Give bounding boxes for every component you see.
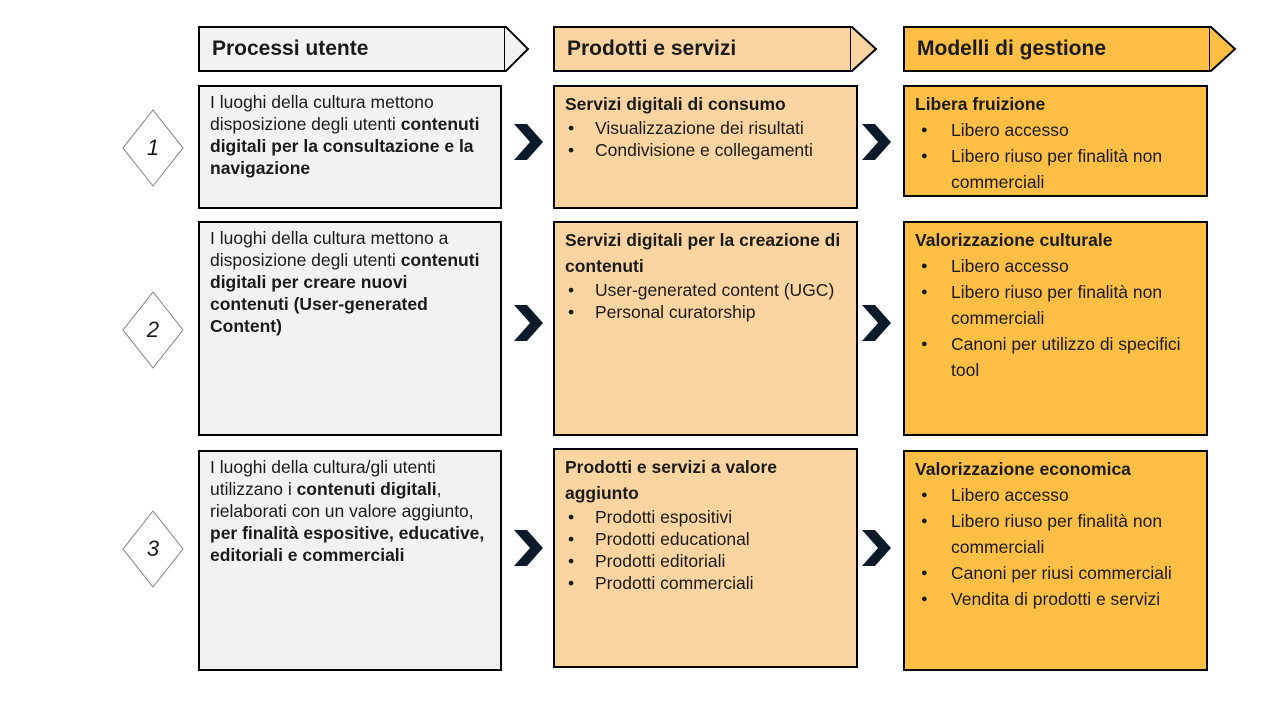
step-number: 2: [146, 317, 160, 342]
prodotti-box-3: Prodotti e servizi a valore aggiunto Pro…: [553, 448, 858, 668]
list-item: Vendita di prodotti e servizi: [915, 586, 1196, 612]
step-number: 1: [146, 135, 160, 160]
step-number: 3: [146, 536, 160, 561]
processi-bold-text: per finalità espositive, educative, edit…: [210, 523, 485, 565]
prodotti-title: Servizi digitali di consumo: [565, 94, 786, 114]
modelli-title: Valorizzazione culturale: [915, 230, 1113, 250]
list-item: Libero accesso: [915, 253, 1196, 279]
processi-text: , rielaborati con un valore aggiunto,: [210, 479, 474, 521]
modelli-box-2: Valorizzazione culturale Libero accesso …: [903, 221, 1208, 436]
chevron-right-icon: [862, 124, 891, 160]
modelli-list: Libero accesso Libero riuso per finalità…: [915, 117, 1196, 195]
chevron-right-icon: [514, 124, 543, 160]
list-item: Prodotti editoriali: [565, 550, 846, 572]
processi-bold-text: contenuti digitali per la consultazione …: [210, 114, 480, 178]
modelli-title: Libera fruizione: [915, 94, 1046, 114]
header-arrow-tip: [504, 26, 530, 72]
prodotti-box-2: Servizi digitali per la creazione di con…: [553, 221, 858, 436]
processi-text: I luoghi della cultura mettono disposizi…: [210, 92, 434, 134]
header-prodotti-label: Prodotti e servizi: [553, 26, 852, 72]
list-item: Libero riuso per finalità non commercial…: [915, 508, 1196, 560]
header-prodotti-servizi: Prodotti e servizi: [553, 26, 879, 72]
list-item: Prodotti espositivi: [565, 506, 846, 528]
processi-box-1: I luoghi della cultura mettono disposizi…: [198, 85, 502, 209]
step-diamond-3: 3: [122, 510, 184, 588]
list-item: Libero riuso per finalità non commercial…: [915, 143, 1196, 195]
list-item: Canoni per utilizzo di specifici tool: [915, 331, 1196, 383]
modelli-list: Libero accesso Libero riuso per finalità…: [915, 253, 1196, 383]
prodotti-list: Visualizzazione dei risultati Condivisio…: [565, 117, 846, 161]
header-arrow-tip: [1209, 26, 1237, 72]
list-item: Personal curatorship: [565, 301, 846, 323]
prodotti-list: Prodotti espositivi Prodotti educational…: [565, 506, 846, 594]
step-diamond-2: 2: [122, 291, 184, 369]
list-item: Libero accesso: [915, 117, 1196, 143]
list-item: Libero accesso: [915, 482, 1196, 508]
processi-box-2: I luoghi della cultura mettono a disposi…: [198, 221, 502, 436]
list-item: Prodotti commerciali: [565, 572, 846, 594]
header-modelli-label: Modelli di gestione: [903, 26, 1211, 72]
modelli-box-3: Valorizzazione economica Libero accesso …: [903, 450, 1208, 671]
modelli-list: Libero accesso Libero riuso per finalità…: [915, 482, 1196, 612]
chevron-right-icon: [862, 530, 891, 566]
list-item: Canoni per riusi commerciali: [915, 560, 1196, 586]
prodotti-title: Servizi digitali per la creazione di con…: [565, 230, 841, 276]
processi-bold-text: contenuti digitali per creare nuovi cont…: [210, 250, 480, 336]
list-item: Condivisione e collegamenti: [565, 139, 846, 161]
chevron-right-icon: [514, 305, 543, 341]
header-arrow-tip: [850, 26, 878, 72]
modelli-box-1: Libera fruizione Libero accesso Libero r…: [903, 85, 1208, 197]
prodotti-title: Prodotti e servizi a valore aggiunto: [565, 457, 778, 503]
header-processi-utente: Processi utente: [198, 26, 530, 72]
header-modelli-gestione: Modelli di gestione: [903, 26, 1237, 72]
list-item: Libero riuso per finalità non commercial…: [915, 279, 1196, 331]
modelli-title: Valorizzazione economica: [915, 459, 1131, 479]
list-item: Prodotti educational: [565, 528, 846, 550]
prodotti-box-1: Servizi digitali di consumo Visualizzazi…: [553, 85, 858, 209]
processi-text: I luoghi della cultura mettono a disposi…: [210, 228, 449, 270]
header-processi-label: Processi utente: [198, 26, 506, 72]
processi-box-3: I luoghi della cultura/gli utenti utiliz…: [198, 450, 502, 671]
prodotti-list: User-generated content (UGC) Personal cu…: [565, 279, 846, 323]
chevron-right-icon: [862, 305, 891, 341]
processi-bold-text: contenuti digitali: [296, 479, 437, 499]
step-diamond-1: 1: [122, 109, 184, 187]
list-item: User-generated content (UGC): [565, 279, 846, 301]
list-item: Visualizzazione dei risultati: [565, 117, 846, 139]
processi-text: I luoghi della cultura/gli utenti utiliz…: [210, 457, 436, 499]
chevron-right-icon: [514, 530, 543, 566]
